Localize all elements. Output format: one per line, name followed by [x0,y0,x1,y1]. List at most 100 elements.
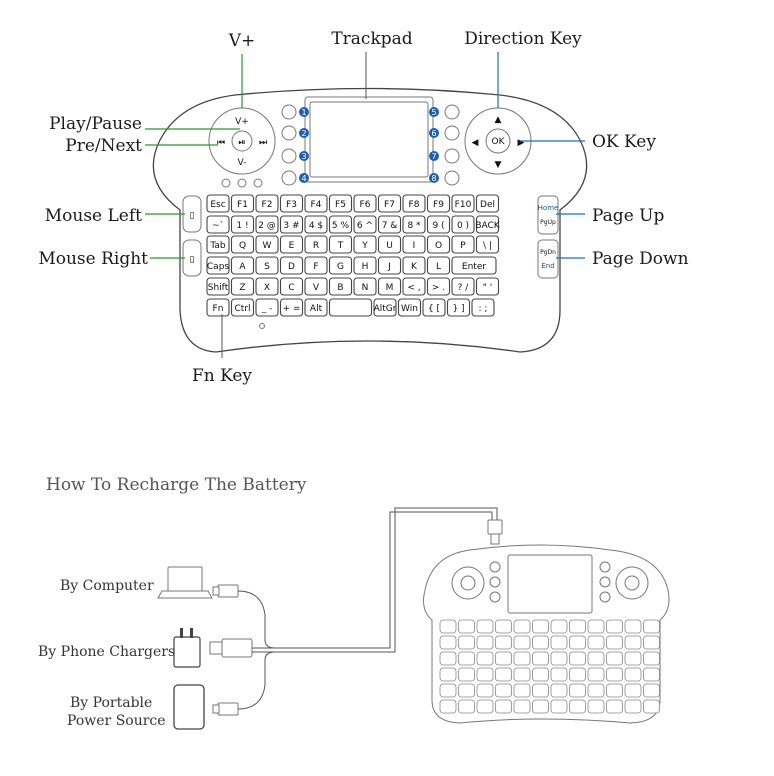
key-2-5[interactable]: T [328,235,353,254]
key-3-0[interactable]: Caps [206,256,230,275]
svg-text:2: 2 [301,129,306,138]
key-1-11[interactable]: BACK [475,215,501,234]
small-key [439,683,457,698]
key-5-10[interactable]: : ; [471,298,495,317]
key-0-0[interactable]: Esc [206,194,230,213]
key-2-7[interactable]: U [377,235,402,254]
small-key [587,667,605,682]
key-5-3[interactable]: + = [279,298,304,317]
key-label: < , [407,283,420,293]
key-2-2[interactable]: W [255,235,279,254]
key-label: Fn [213,304,224,314]
key-4-4[interactable]: V [304,277,328,296]
usb-plug-icon [212,702,239,716]
key-0-6[interactable]: F6 [353,194,377,213]
label-direction-key: Direction Key [464,29,582,49]
key-1-5[interactable]: 5 % [328,215,353,234]
key-5-0[interactable]: Fn [206,298,230,317]
key-5-6[interactable]: AltGr [373,298,397,317]
key-2-9[interactable]: O [426,235,451,254]
key-1-2[interactable]: 2 @ [255,215,279,234]
key-label: F [313,262,318,272]
key-5-8[interactable]: { [ [422,298,446,317]
key-4-10[interactable]: ? / [451,277,475,296]
key-0-11[interactable]: Del [475,194,500,213]
key-3-3[interactable]: D [279,256,304,275]
key-3-7[interactable]: J [377,256,402,275]
key-5-1[interactable]: Ctrl [230,298,255,317]
key-2-10[interactable]: P [451,235,475,254]
key-label: N [362,283,369,293]
micro-usb-plug-icon [487,519,503,535]
small-key [495,683,512,698]
key-0-7[interactable]: F7 [377,194,402,213]
key-2-0[interactable]: Tab [206,235,230,254]
key-0-10[interactable]: F10 [451,194,475,213]
right-function-buttons[interactable]: 5 6 7 8 [429,104,460,186]
key-1-8[interactable]: 8 * [402,215,426,234]
key-4-8[interactable]: < , [402,277,426,296]
key-4-2[interactable]: X [255,277,279,296]
small-key [624,683,642,698]
key-5-2[interactable]: _ - [255,298,279,317]
key-1-10[interactable]: 0 ) [451,215,475,234]
key-label: A [239,262,246,272]
key-4-11[interactable]: " ' [475,277,500,296]
small-key [439,635,457,650]
key-4-1[interactable]: Z [230,277,255,296]
small-key [606,651,623,666]
key-1-9[interactable]: 9 ( [426,215,451,234]
key-0-8[interactable]: F8 [402,194,426,213]
key-label: J [387,262,391,272]
small-key [643,635,660,650]
home-pgup-key[interactable] [537,195,559,235]
key-1-0[interactable]: ~` [206,215,230,234]
key-0-1[interactable]: F1 [230,194,255,213]
small-key [439,651,457,666]
key-3-8[interactable]: K [402,256,426,275]
left-function-buttons[interactable]: 1 2 3 4 [281,104,309,186]
key-label: T [337,241,344,251]
key-4-9[interactable]: > . [426,277,451,296]
key-3-5[interactable]: G [328,256,353,275]
key-2-1[interactable]: Q [230,235,255,254]
key-3-10[interactable]: Enter [451,256,497,275]
key-1-4[interactable]: 4 $ [304,215,328,234]
label-pre-next: Pre/Next [65,136,142,156]
key-0-4[interactable]: F4 [304,194,328,213]
small-key [458,667,475,682]
key-1-1[interactable]: 1 ! [230,215,255,234]
key-3-4[interactable]: F [304,256,328,275]
key-1-7[interactable]: 7 & [377,215,402,234]
left-dpad[interactable]: V+ V- ⏮ ⏭ ⏯ [208,107,276,175]
key-2-3[interactable]: E [279,235,304,254]
small-key [532,651,549,666]
key-0-3[interactable]: F3 [279,194,304,213]
key-2-11[interactable]: \ | [475,235,500,254]
key-0-2[interactable]: F2 [255,194,279,213]
key-3-1[interactable]: A [230,256,255,275]
key-0-9[interactable]: F9 [426,194,451,213]
key-2-4[interactable]: R [304,235,328,254]
key-4-3[interactable]: C [279,277,304,296]
key-5-5[interactable] [328,298,373,317]
key-5-9[interactable]: } ] [446,298,471,317]
key-4-0[interactable]: Shift [206,277,230,296]
key-3-6[interactable]: H [353,256,377,275]
key-0-5[interactable]: F5 [328,194,353,213]
key-5-4[interactable]: Alt [304,298,328,317]
key-4-5[interactable]: B [328,277,353,296]
small-key [458,619,475,634]
key-1-3[interactable]: 3 # [279,215,304,234]
pgdn-end-key[interactable] [537,239,559,279]
key-5-7[interactable]: Win [397,298,422,317]
key-4-7[interactable]: M [377,277,402,296]
key-3-2[interactable]: S [255,256,279,275]
small-key [643,699,660,714]
key-1-6[interactable]: 6 ^ [353,215,377,234]
key-3-9[interactable]: L [426,256,451,275]
key-2-8[interactable]: I [402,235,426,254]
key-4-6[interactable]: N [353,277,377,296]
svg-text:3: 3 [301,152,306,161]
key-2-6[interactable]: Y [353,235,377,254]
